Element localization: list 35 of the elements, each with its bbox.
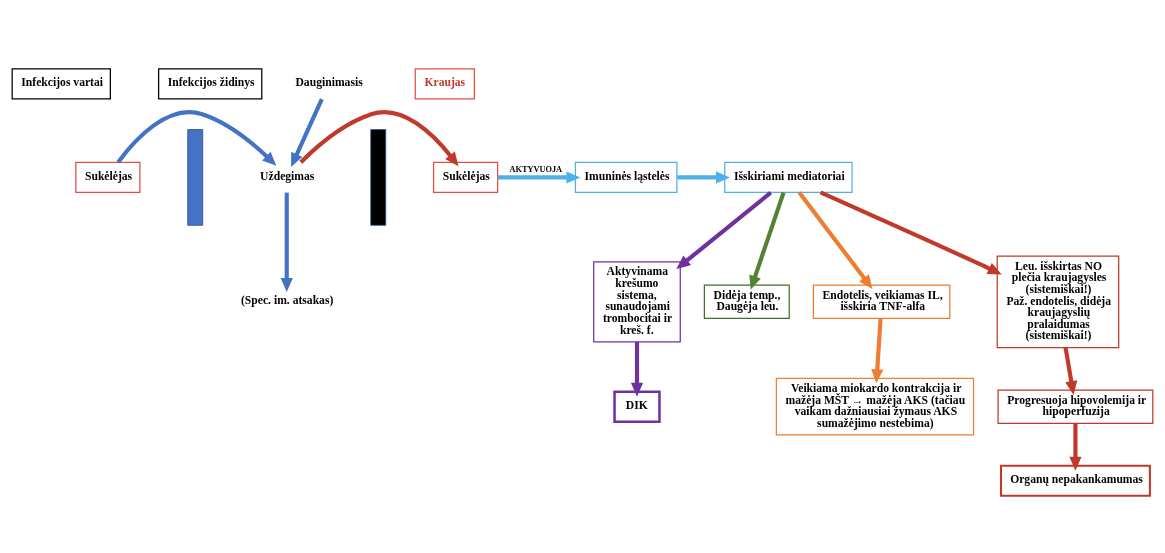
arrow bbox=[497, 171, 581, 184]
node-box: Progresuoja hipovolemija ir hipoperfuzija bbox=[997, 389, 1154, 424]
arrow bbox=[1063, 347, 1078, 396]
edge-label: AKTYVUOJA bbox=[509, 164, 563, 174]
node-box: Infekcijos vartai bbox=[11, 68, 111, 100]
arrow bbox=[299, 110, 459, 167]
arrow bbox=[676, 191, 773, 270]
arrow bbox=[1069, 423, 1082, 471]
node-box: Organų nepakankamumas bbox=[999, 464, 1151, 497]
node-box: Infekcijos židinys bbox=[158, 68, 263, 100]
arrow bbox=[871, 318, 884, 384]
node-text: Dauginimasis bbox=[295, 76, 363, 90]
arrow bbox=[819, 190, 1002, 275]
node-box: Sukėlėjas bbox=[432, 161, 499, 194]
node-bar bbox=[370, 129, 387, 226]
node-text: Uždegimas bbox=[260, 169, 315, 183]
node-box: Endotelis, veikiamas IL, išskiria TNF-alfa bbox=[812, 284, 951, 320]
node-box: Imuninės ląstelės bbox=[574, 161, 678, 194]
node-box: Aktyvinama krešumo sistema, sunaudojami trombocitai ir kreš. f. bbox=[593, 261, 681, 343]
node-box: DIK bbox=[613, 390, 661, 423]
arrow bbox=[749, 191, 786, 290]
node-box: Kraujas bbox=[414, 68, 475, 100]
arrow bbox=[116, 110, 277, 166]
arrow bbox=[630, 341, 644, 397]
node-box: Leu. išskirtas NO plečia kraujagysles (sistemiškai!) Paž. endotelis, didėja kraujagyslių pralaidumas (sistemiškai!) bbox=[996, 255, 1120, 349]
node-box: Išskiriami mediatoriai bbox=[724, 161, 853, 194]
arrow bbox=[797, 191, 873, 289]
node-text: (Spec. im. atsakas) bbox=[240, 294, 334, 308]
node-bar bbox=[187, 129, 204, 226]
node-box: Didėja temp., Daugėja leu. bbox=[703, 284, 790, 320]
node-box: Sukėlėjas bbox=[75, 161, 141, 194]
arrow bbox=[677, 171, 730, 184]
arrow bbox=[280, 192, 293, 292]
node-box: Veikiama miokardo kontrakcija ir mažėja MŠT → mažėja AKS (tačiau vaikam dažniausiai žymaus AKS sumažėjimo nestebima) bbox=[775, 377, 975, 436]
arrow bbox=[291, 98, 324, 168]
